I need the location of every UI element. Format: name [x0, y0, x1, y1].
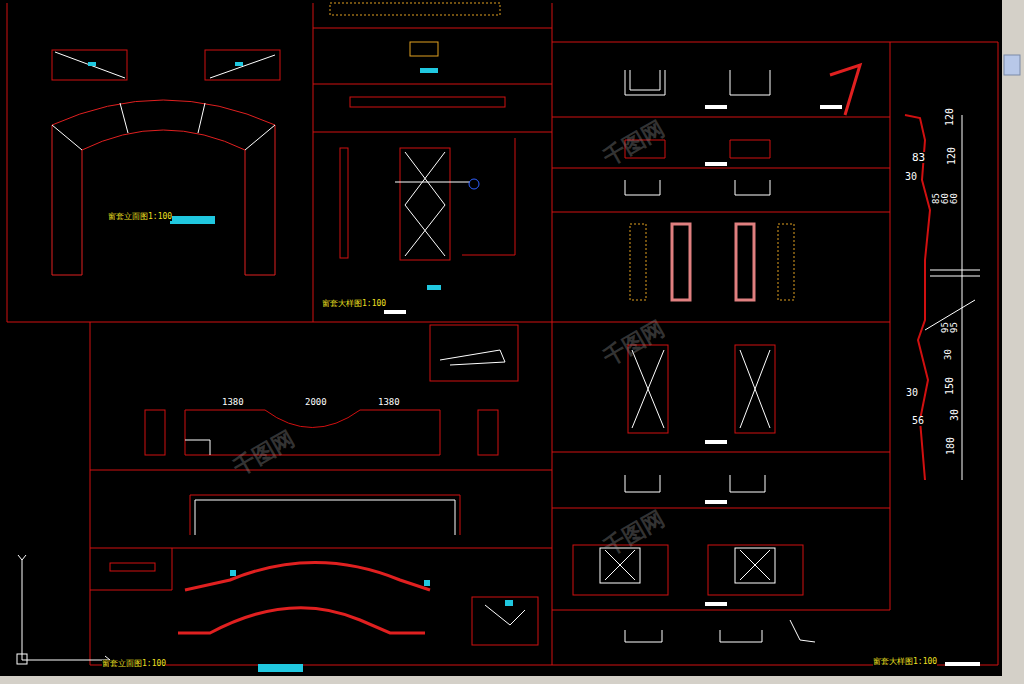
dimension-text: 1380 — [378, 398, 400, 407]
dimension-text: 180 — [946, 437, 956, 455]
dimension-text: 85 — [932, 193, 941, 204]
dimension-text: 95 — [941, 322, 950, 333]
drawing-title: 窗套立面图1:100 — [102, 660, 166, 668]
dimension-text: 120 — [947, 147, 957, 165]
drawing-title: 窗套大样图1:100 — [322, 300, 386, 308]
dimension-text: 150 — [945, 377, 955, 395]
dimension-text: 30 — [906, 388, 918, 398]
dimension-text: 30 — [944, 349, 953, 360]
dimension-text: 60 — [941, 193, 950, 204]
watermark: 千图网 — [600, 117, 668, 169]
dimension-text: 30 — [950, 409, 960, 421]
watermark: 千图网 — [600, 317, 668, 369]
watermark: 千图网 — [230, 427, 298, 479]
dimension-text: 56 — [912, 416, 924, 426]
dimension-text: 83 — [912, 152, 925, 163]
dimension-text: 60 — [950, 193, 959, 204]
dimension-text: 95 — [950, 322, 959, 333]
drawing-title: 窗套大样图1:100 — [873, 658, 937, 666]
dimension-text: 120 — [945, 108, 955, 126]
drawing-title: 窗套立面图1:100 — [108, 213, 172, 221]
dimension-text: 2000 — [305, 398, 327, 407]
dimension-text: 30 — [905, 172, 917, 182]
dimension-text: 1380 — [222, 398, 244, 407]
